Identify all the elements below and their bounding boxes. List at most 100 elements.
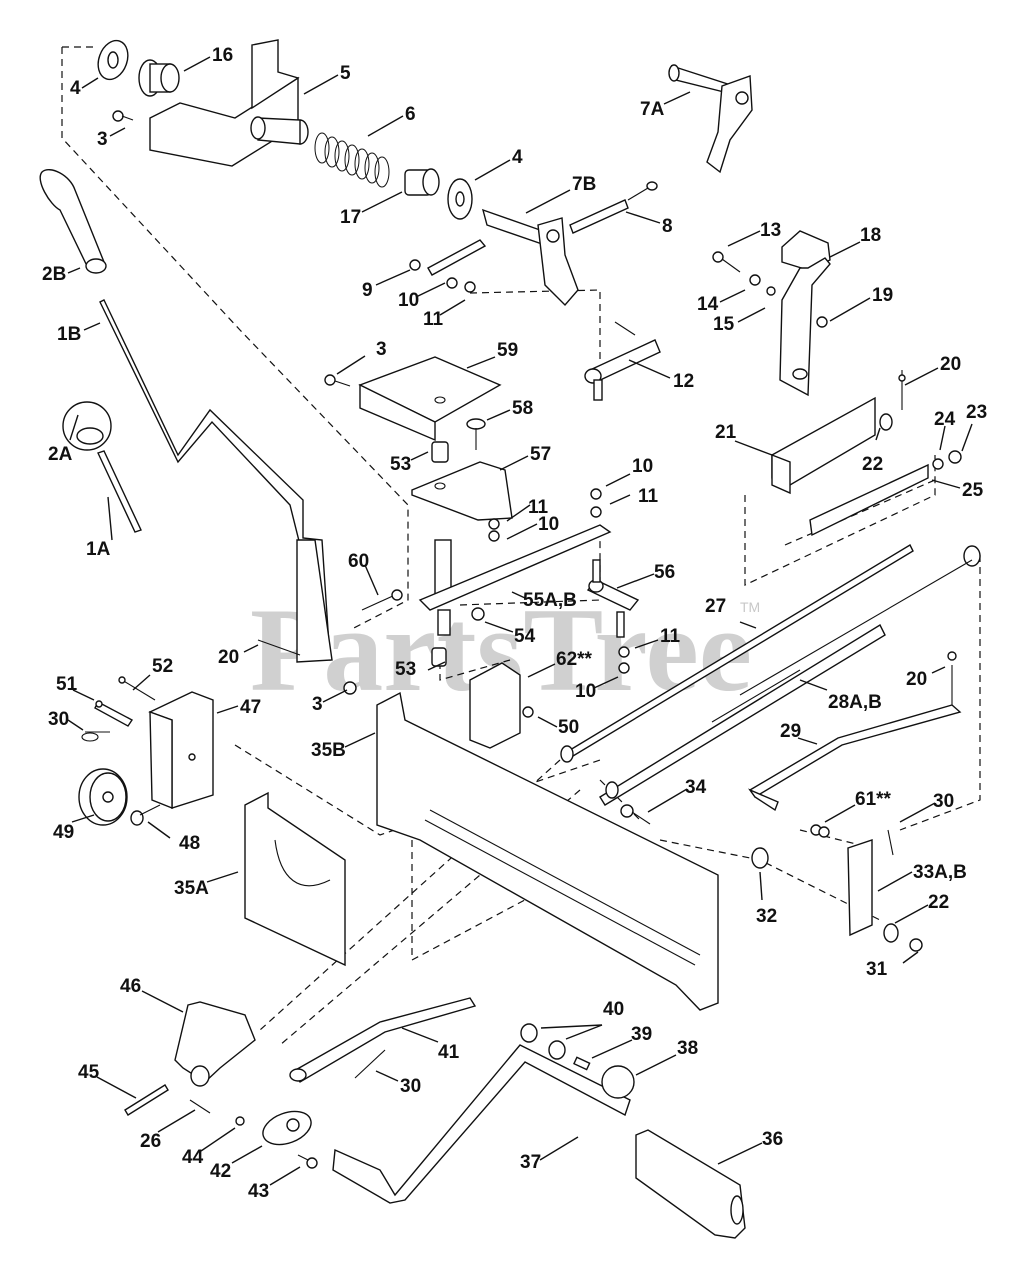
label-10[interactable]: 10 — [398, 290, 419, 311]
label-10[interactable]: 10 — [632, 456, 653, 477]
shaft-7A — [668, 64, 753, 174]
label-30[interactable]: 30 — [48, 709, 69, 730]
label-57[interactable]: 57 — [530, 444, 551, 465]
label-62[interactable]: 62** — [556, 649, 593, 670]
washer-4-right — [447, 178, 473, 220]
label-59[interactable]: 59 — [497, 340, 518, 361]
label-39[interactable]: 39 — [631, 1024, 652, 1045]
label-26[interactable]: 26 — [140, 1131, 161, 1152]
label-27[interactable]: 27 — [705, 596, 726, 617]
label-30[interactable]: 30 — [933, 791, 954, 812]
label-49[interactable]: 49 — [53, 822, 74, 843]
spring-8 — [569, 181, 658, 234]
label-45[interactable]: 45 — [78, 1062, 100, 1083]
label-56[interactable]: 56 — [654, 562, 675, 583]
plate-59 — [358, 356, 502, 442]
label-54[interactable]: 54 — [514, 626, 536, 647]
cable-27 — [560, 544, 981, 763]
label-31[interactable]: 31 — [866, 959, 888, 980]
label-41[interactable]: 41 — [438, 1042, 460, 1063]
bracket-46 — [174, 1001, 256, 1087]
label-33A-B[interactable]: 33A,B — [913, 862, 967, 883]
label-1A[interactable]: 1A — [86, 539, 111, 560]
label-2A[interactable]: 2A — [48, 444, 73, 465]
label-32[interactable]: 32 — [756, 906, 777, 927]
label-17[interactable]: 17 — [340, 207, 361, 228]
label-51[interactable]: 51 — [56, 674, 78, 695]
label-11[interactable]: 11 — [423, 309, 444, 330]
label-3[interactable]: 3 — [376, 339, 387, 360]
clip-30-left — [81, 731, 110, 742]
label-20[interactable]: 20 — [940, 354, 961, 375]
frame-35B — [343, 681, 719, 1011]
label-61[interactable]: 61** — [855, 789, 892, 810]
label-3[interactable]: 3 — [312, 694, 323, 715]
label-25[interactable]: 25 — [962, 480, 984, 501]
label-30[interactable]: 30 — [400, 1076, 421, 1097]
label-9[interactable]: 9 — [362, 280, 373, 301]
label-58[interactable]: 58 — [512, 398, 533, 419]
label-53[interactable]: 53 — [390, 454, 411, 475]
lever-plate-60-area — [257, 539, 403, 663]
label-11[interactable]: 11 — [528, 497, 549, 518]
label-1B[interactable]: 1B — [57, 324, 81, 345]
label-23[interactable]: 23 — [966, 402, 987, 423]
label-35A[interactable]: 35A — [174, 878, 209, 899]
spring-25 — [809, 450, 962, 537]
label-53[interactable]: 53 — [395, 659, 416, 680]
bolt-58 — [466, 418, 486, 450]
label-22[interactable]: 22 — [928, 892, 949, 913]
plate-57 — [411, 461, 513, 521]
label-28A-B[interactable]: 28A,B — [828, 692, 882, 713]
label-2B[interactable]: 2B — [42, 264, 66, 285]
label-16[interactable]: 16 — [212, 45, 233, 66]
label-10[interactable]: 10 — [575, 681, 596, 702]
label-37[interactable]: 37 — [520, 1152, 541, 1173]
label-50[interactable]: 50 — [558, 717, 579, 738]
label-60[interactable]: 60 — [348, 551, 369, 572]
label-7B[interactable]: 7B — [572, 174, 596, 195]
label-22[interactable]: 22 — [862, 454, 883, 475]
rod-41 — [289, 997, 477, 1083]
label-24[interactable]: 24 — [934, 409, 956, 430]
label-20[interactable]: 20 — [906, 669, 927, 690]
label-52[interactable]: 52 — [152, 656, 173, 677]
label-4[interactable]: 4 — [512, 147, 523, 168]
label-55A-B[interactable]: 55A,B — [523, 590, 577, 611]
leader-lines — [67, 56, 973, 1186]
label-11[interactable]: 11 — [638, 486, 659, 507]
nut-44 — [235, 1116, 245, 1126]
label-48[interactable]: 48 — [179, 833, 200, 854]
label-40[interactable]: 40 — [603, 999, 624, 1020]
label-3[interactable]: 3 — [97, 129, 108, 150]
label-34[interactable]: 34 — [685, 777, 707, 798]
label-35B[interactable]: 35B — [311, 740, 346, 761]
arm-33 — [847, 829, 894, 937]
label-14[interactable]: 14 — [697, 294, 719, 315]
label-47[interactable]: 47 — [240, 697, 261, 718]
label-10[interactable]: 10 — [538, 514, 559, 535]
label-15[interactable]: 15 — [713, 314, 735, 335]
label-43[interactable]: 43 — [248, 1181, 269, 1202]
label-42[interactable]: 42 — [210, 1161, 231, 1182]
label-13[interactable]: 13 — [760, 220, 781, 241]
label-29[interactable]: 29 — [780, 721, 801, 742]
label-12[interactable]: 12 — [673, 371, 694, 392]
label-6[interactable]: 6 — [405, 104, 416, 125]
bracket-47 — [148, 691, 214, 810]
label-21[interactable]: 21 — [715, 422, 737, 443]
label-19[interactable]: 19 — [872, 285, 893, 306]
pin-52 — [118, 676, 156, 701]
label-46[interactable]: 46 — [120, 976, 141, 997]
label-36[interactable]: 36 — [762, 1129, 783, 1150]
label-44[interactable]: 44 — [182, 1147, 204, 1168]
label-5[interactable]: 5 — [340, 63, 351, 84]
label-8[interactable]: 8 — [662, 216, 673, 237]
lever-37 — [332, 1044, 631, 1204]
label-38[interactable]: 38 — [677, 1038, 698, 1059]
label-11[interactable]: 11 — [660, 626, 681, 647]
label-7A[interactable]: 7A — [640, 99, 665, 120]
label-4[interactable]: 4 — [70, 78, 81, 99]
label-20[interactable]: 20 — [218, 647, 239, 668]
label-18[interactable]: 18 — [860, 225, 881, 246]
